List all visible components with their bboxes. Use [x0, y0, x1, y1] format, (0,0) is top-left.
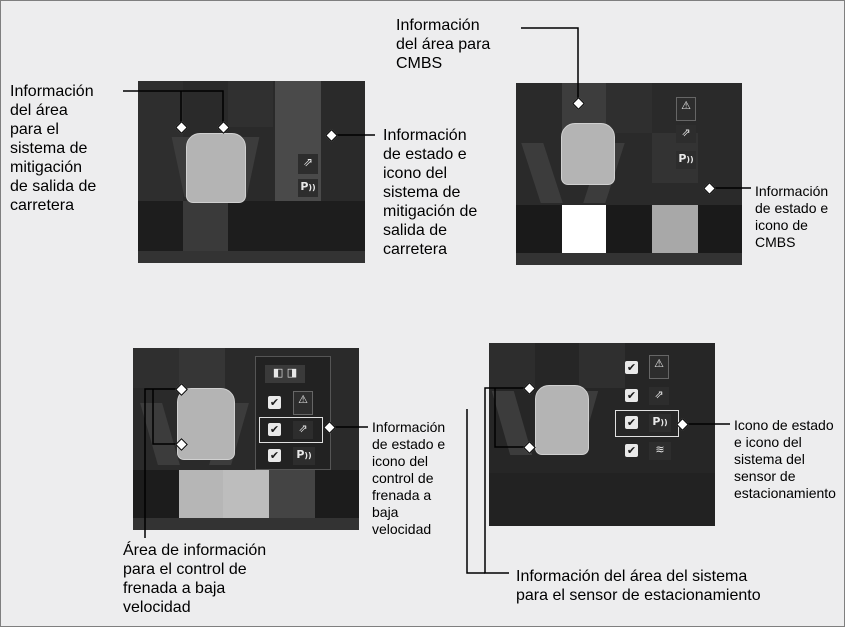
parking-sensor-icon: P)) [293, 447, 315, 465]
low-speed-braking-icon: ⇗ [649, 387, 669, 405]
cmbs-checkbox[interactable]: ✔ [268, 396, 281, 409]
low-speed-braking-selected[interactable] [259, 417, 323, 443]
screen-road-departure: ⇗ P)) [138, 81, 365, 263]
road-departure-icon: ⇗ [676, 125, 696, 143]
low-speed-braking-checkbox[interactable]: ✔ [625, 389, 638, 402]
label-parking-sensor-area: Información del área del sistema para el… [516, 568, 761, 604]
parking-sensor-icon: P)) [298, 179, 318, 197]
extra-icon: ≋ [649, 442, 671, 460]
low-speed-braking-icon: ⇗ [293, 421, 313, 439]
car-icon [561, 123, 615, 185]
label-low-speed-braking-area: Área de información para el control de f… [123, 542, 267, 616]
cmbs-highlight-gray [652, 205, 698, 253]
low-speed-braking-checkbox[interactable]: ✔ [268, 423, 281, 436]
cmbs-icon: ⚠ [676, 97, 696, 121]
label-cmbs-area: Información del área para CMBS [396, 17, 491, 72]
cmbs-highlight-white [562, 205, 606, 253]
parking-sensor-icon: P)) [676, 151, 696, 169]
label-cmbs-status: Información de estado e icono de CMBS [755, 183, 829, 250]
extra-checkbox[interactable]: ✔ [625, 444, 638, 457]
cmbs-icon: ⚠ [649, 355, 669, 379]
parking-sensor-icon: P)) [649, 414, 671, 432]
cmbs-icon: ⚠ [293, 391, 313, 415]
parking-sensor-checkbox[interactable]: ✔ [268, 449, 281, 462]
screen-low-speed-braking: ◧ ◨ ✔ ⚠ ✔ ⇗ ✔ P)) [133, 348, 359, 530]
road-departure-icon: ⇗ [298, 154, 318, 174]
car-icon [177, 388, 235, 460]
screen-cmbs: ⚠ ⇗ P)) [516, 83, 742, 265]
label-road-departure-status: Información de estado e icono del sistem… [383, 127, 478, 258]
label-parking-sensor-status: Icono de estado e icono del sistema del … [734, 417, 836, 501]
parking-sensor-checkbox[interactable]: ✔ [625, 416, 638, 429]
label-road-departure-area: Información del área para el sistema de … [10, 83, 97, 214]
camera-toggle-icon[interactable]: ◧ ◨ [265, 365, 305, 383]
label-low-speed-braking-status: Información de estado e icono del contro… [372, 419, 446, 537]
car-icon [535, 385, 589, 455]
screen-parking-sensor: ✔ ⚠ ✔ ⇗ ✔ P)) ✔ ≋ [489, 343, 715, 526]
car-icon [186, 133, 246, 203]
cmbs-checkbox[interactable]: ✔ [625, 361, 638, 374]
